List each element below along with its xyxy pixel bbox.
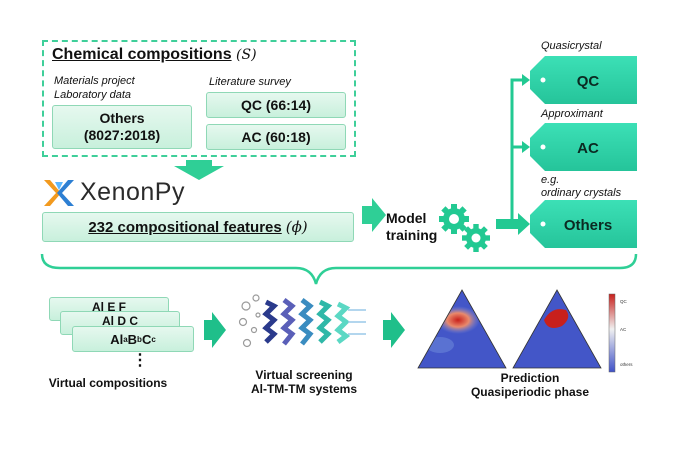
- colorbar-label-ac: AC: [620, 327, 627, 332]
- features-box: 232 compositional features (ϕ): [42, 212, 354, 242]
- prediction-caption: Prediction Quasiperiodic phase: [470, 371, 590, 399]
- gears-icon: [439, 204, 490, 252]
- ternary-plot-1: [417, 289, 507, 369]
- arrow-to-others: [496, 213, 530, 235]
- caption-quasicrystal: Quasicrystal: [541, 40, 602, 52]
- arrow-to-model: [362, 198, 386, 232]
- more-compositions-dots: ⋮: [132, 352, 148, 369]
- virtual-compositions-caption: Virtual compositions: [48, 376, 168, 390]
- xenonpy-logo-text: XenonPy: [80, 178, 185, 206]
- curly-brace: [40, 253, 638, 285]
- ac-data-box: AC (60:18): [206, 124, 346, 150]
- qc-data-box: QC (66:14): [206, 92, 346, 118]
- ternary-plot-2: [512, 289, 602, 369]
- materials-project-label: Materials project Laboratory data: [54, 75, 135, 101]
- literature-survey-label: Literature survey: [209, 76, 291, 88]
- xenonpy-logo-icon: [44, 180, 74, 206]
- colorbar: [608, 293, 616, 373]
- colorbar-label-qc: QC: [620, 299, 628, 304]
- branch-connectors: [496, 78, 524, 226]
- tag-label-qc: QC: [577, 73, 600, 90]
- tag-label-others: Others: [564, 217, 612, 234]
- down-arrow: [174, 160, 224, 180]
- output-tag-others: [530, 200, 637, 248]
- arrow-to-prediction: [383, 312, 405, 348]
- tag-label-ac: AC: [577, 140, 599, 157]
- caption-approximant: Approximant: [541, 108, 603, 120]
- virtual-screening-caption: Virtual screening Al-TM-TM systems: [250, 368, 357, 396]
- screening-funnel-icon: [238, 294, 366, 348]
- caption-ordinary-crystals: e.g. ordinary crystals: [541, 174, 622, 199]
- compositions-title: Chemical compositions (S): [52, 46, 257, 63]
- model-training-label: Model training: [386, 210, 438, 243]
- output-tag-qc: [530, 56, 637, 104]
- others-data-box: Others (8027:2018): [52, 105, 192, 149]
- output-tag-ac: [530, 123, 637, 171]
- compositions-panel: Chemical compositions (S) Materials proj…: [42, 40, 356, 157]
- colorbar-label-others: others: [620, 362, 633, 367]
- arrow-to-screening: [204, 312, 226, 348]
